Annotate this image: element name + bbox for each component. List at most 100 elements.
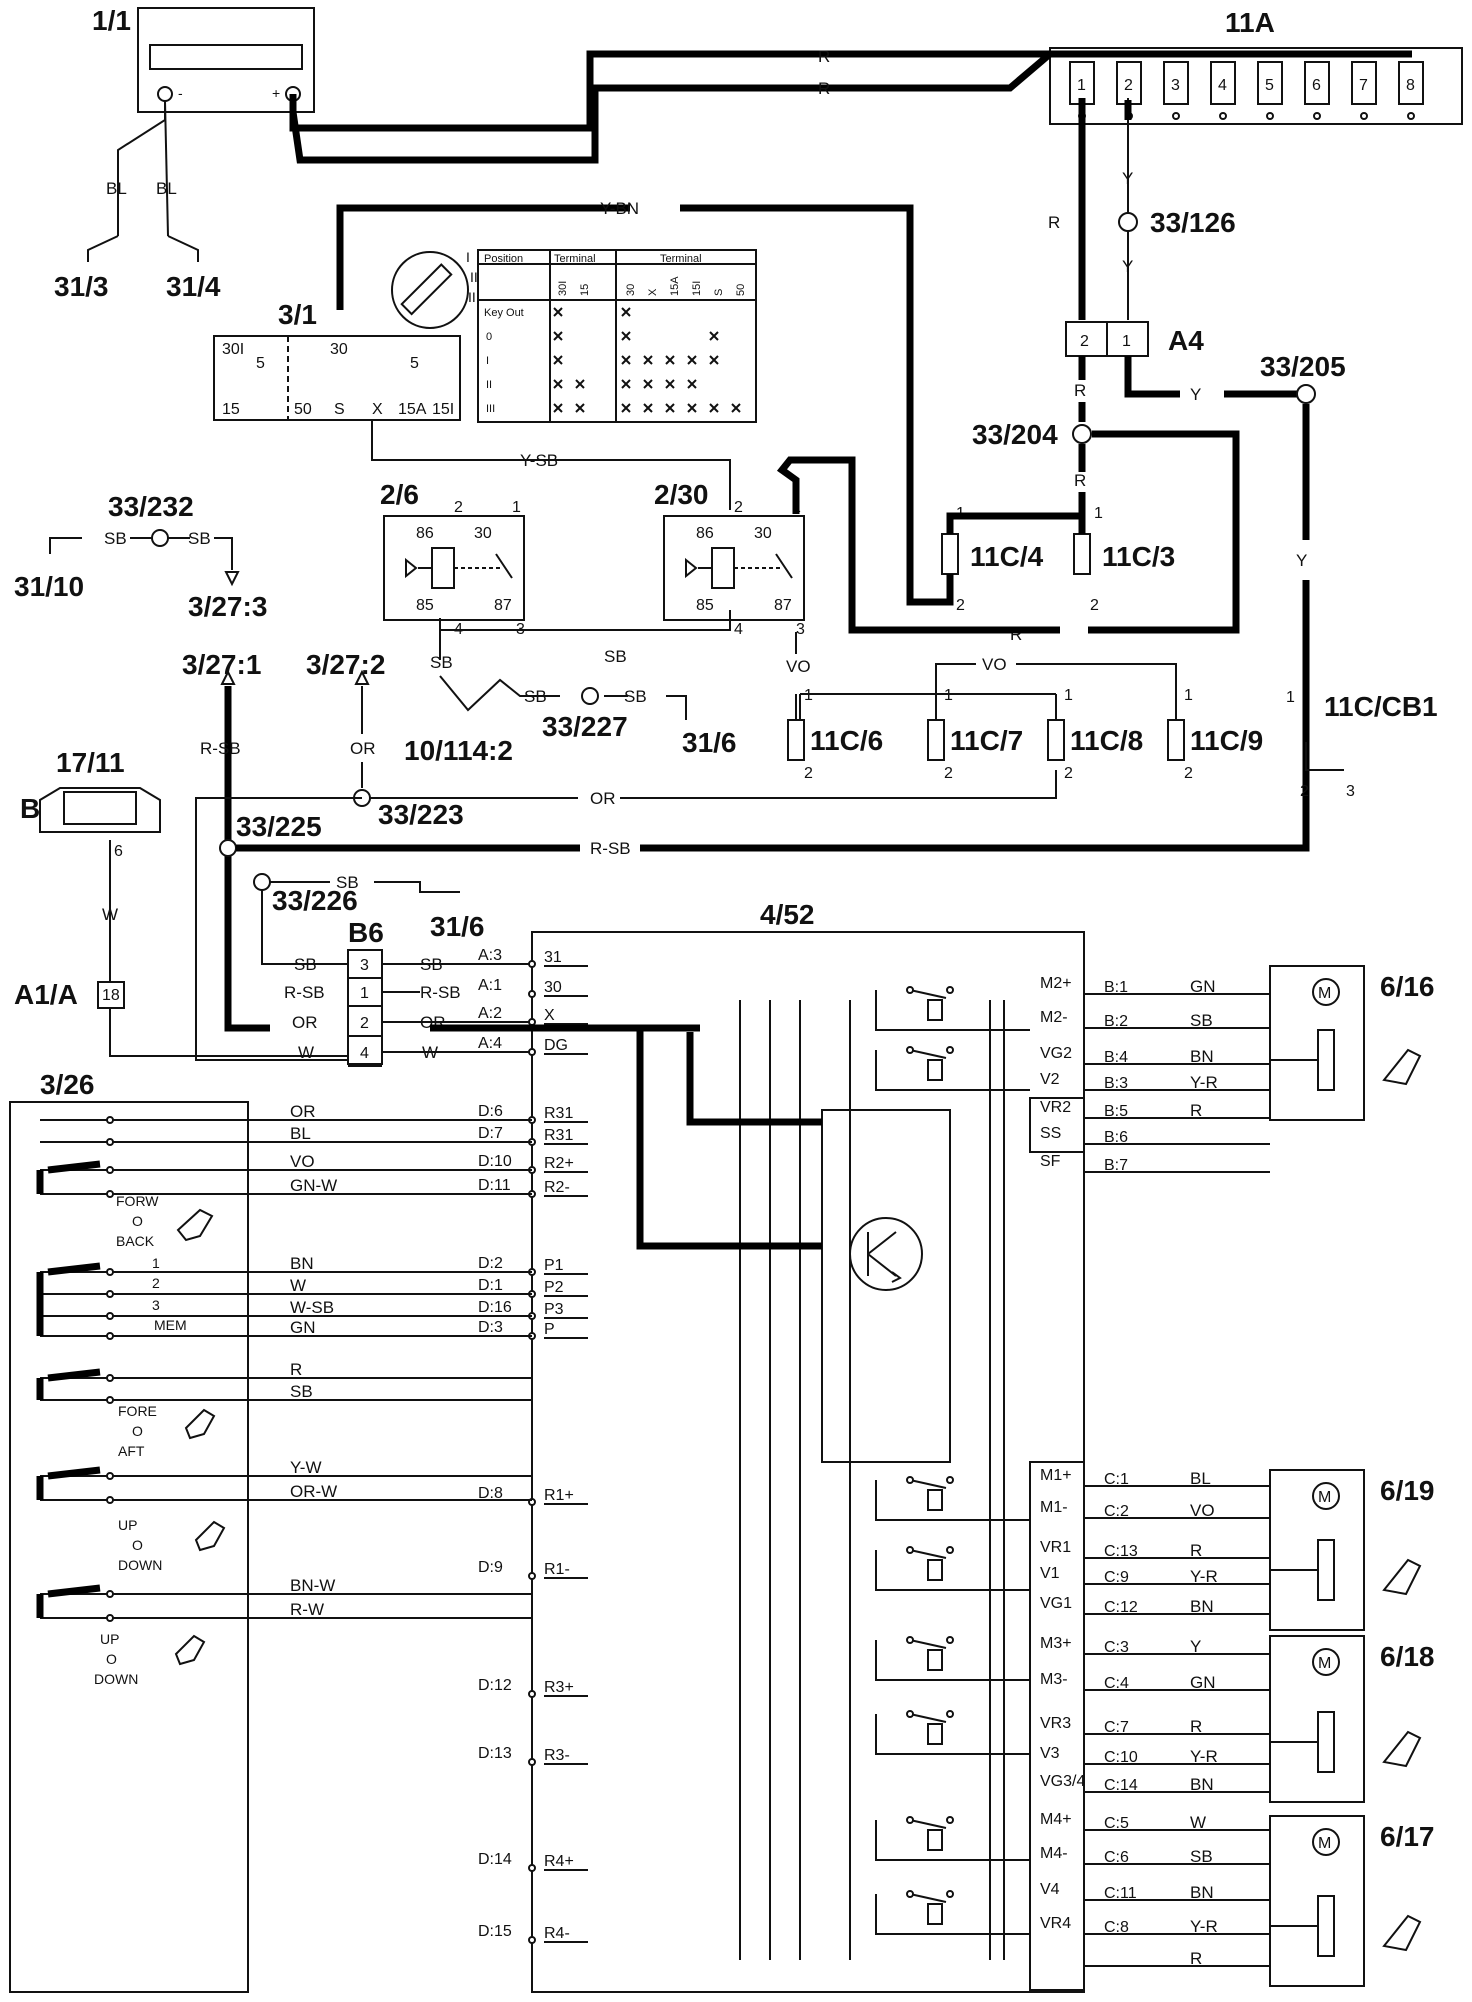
svg-text:30: 30 bbox=[474, 525, 492, 542]
svg-text:X: X bbox=[647, 288, 659, 296]
svg-text:R: R bbox=[1190, 1949, 1202, 1968]
svg-text:Position: Position bbox=[484, 253, 523, 265]
svg-text:18: 18 bbox=[102, 987, 120, 1004]
svg-text:30: 30 bbox=[330, 341, 348, 358]
svg-text:W: W bbox=[298, 1043, 314, 1062]
svg-text:2: 2 bbox=[152, 1275, 160, 1291]
svg-text:SB: SB bbox=[104, 529, 127, 548]
svg-text:6: 6 bbox=[114, 843, 123, 860]
internal-relay bbox=[927, 1059, 943, 1081]
svg-text:X: X bbox=[544, 1007, 555, 1024]
svg-text:MEM: MEM bbox=[154, 1317, 187, 1333]
svg-text:BN-W: BN-W bbox=[290, 1576, 335, 1595]
svg-text:5: 5 bbox=[256, 355, 265, 372]
svg-text:3: 3 bbox=[796, 621, 805, 638]
fuse-11a bbox=[1304, 61, 1330, 105]
svg-text:M1+: M1+ bbox=[1040, 1467, 1072, 1484]
svg-text:W: W bbox=[422, 1043, 438, 1062]
svg-text:P3: P3 bbox=[544, 1301, 564, 1318]
svg-text:GN: GN bbox=[1190, 1673, 1216, 1692]
svg-text:6/19: 6/19 bbox=[1380, 1475, 1435, 1506]
ignition-switch: I II III 3/1 30I 5 30 5 15 50 S X 15A 15… bbox=[213, 249, 757, 423]
svg-text:D:15: D:15 bbox=[478, 1923, 512, 1940]
svg-text:1: 1 bbox=[512, 499, 521, 516]
svg-text:S: S bbox=[334, 401, 345, 418]
svg-text:50: 50 bbox=[735, 284, 747, 296]
svg-text:6/18: 6/18 bbox=[1380, 1641, 1435, 1672]
svg-text:C:4: C:4 bbox=[1104, 1675, 1129, 1692]
seat-icon bbox=[1382, 1558, 1422, 1596]
svg-text:5: 5 bbox=[1265, 77, 1274, 94]
svg-text:A:3: A:3 bbox=[478, 947, 502, 964]
svg-text:31/6: 31/6 bbox=[430, 911, 485, 942]
svg-text:3: 3 bbox=[1171, 77, 1180, 94]
svg-text:VG1: VG1 bbox=[1040, 1595, 1072, 1612]
internal-relay bbox=[927, 1829, 943, 1851]
svg-text:2: 2 bbox=[1080, 333, 1089, 350]
svg-text:2: 2 bbox=[454, 499, 463, 516]
svg-text:B:3: B:3 bbox=[1104, 1075, 1128, 1092]
svg-text:III: III bbox=[468, 289, 480, 305]
svg-text:M1-: M1- bbox=[1040, 1499, 1068, 1516]
svg-text:OR: OR bbox=[292, 1013, 318, 1032]
svg-text:R: R bbox=[1190, 1541, 1202, 1560]
svg-text:C:8: C:8 bbox=[1104, 1919, 1129, 1936]
svg-text:P1: P1 bbox=[544, 1257, 564, 1274]
svg-text:DG: DG bbox=[544, 1037, 568, 1054]
svg-text:OR: OR bbox=[590, 789, 616, 808]
svg-text:R-SB: R-SB bbox=[420, 983, 461, 1002]
svg-text:VO: VO bbox=[982, 655, 1007, 674]
svg-text:15A: 15A bbox=[398, 401, 427, 418]
svg-text:Terminal: Terminal bbox=[660, 253, 702, 265]
svg-text:3: 3 bbox=[360, 957, 369, 974]
svg-text:M2-: M2- bbox=[1040, 1009, 1068, 1026]
svg-text:B:5: B:5 bbox=[1104, 1103, 1128, 1120]
svg-text:R3-: R3- bbox=[544, 1747, 570, 1764]
svg-text:M: M bbox=[1318, 1655, 1331, 1672]
svg-text:11C/4: 11C/4 bbox=[970, 541, 1044, 572]
svg-text:BN: BN bbox=[290, 1254, 314, 1273]
svg-text:A:4: A:4 bbox=[478, 1035, 502, 1052]
svg-text:11C/8: 11C/8 bbox=[1070, 725, 1143, 756]
seat-switch-panel-3-26: 3/26 ORBLVOGN-WBNWW-SBGNRSBY-WOR-WBN-WR-… bbox=[9, 1069, 532, 1993]
svg-text:30: 30 bbox=[754, 525, 772, 542]
svg-text:SB: SB bbox=[1190, 1847, 1213, 1866]
svg-text:OR-W: OR-W bbox=[290, 1482, 337, 1501]
svg-text:R-W: R-W bbox=[290, 1600, 324, 1619]
svg-text:Y-W: Y-W bbox=[290, 1458, 322, 1477]
svg-text:86: 86 bbox=[696, 525, 714, 542]
svg-text:II: II bbox=[470, 269, 478, 285]
svg-text:SF: SF bbox=[1040, 1153, 1061, 1170]
svg-text:7: 7 bbox=[1359, 77, 1368, 94]
svg-text:BN: BN bbox=[1190, 1597, 1214, 1616]
svg-text:Y-BN: Y-BN bbox=[600, 199, 639, 218]
svg-text:GN-W: GN-W bbox=[290, 1176, 337, 1195]
fuse-11c bbox=[927, 719, 945, 761]
svg-text:BL: BL bbox=[290, 1124, 311, 1143]
svg-text:GN: GN bbox=[290, 1318, 316, 1337]
svg-text:II: II bbox=[486, 379, 492, 391]
svg-text:R4-: R4- bbox=[544, 1925, 570, 1942]
svg-text:A:2: A:2 bbox=[478, 1005, 502, 1022]
svg-text:Key Out: Key Out bbox=[484, 307, 524, 319]
svg-text:33/204: 33/204 bbox=[972, 419, 1058, 450]
internal-relay bbox=[927, 1559, 943, 1581]
svg-text:VR1: VR1 bbox=[1040, 1539, 1071, 1556]
svg-text:I: I bbox=[466, 249, 470, 265]
internal-relay bbox=[927, 999, 943, 1021]
svg-text:R2+: R2+ bbox=[544, 1155, 574, 1172]
svg-text:VR2: VR2 bbox=[1040, 1099, 1071, 1116]
svg-text:C:14: C:14 bbox=[1104, 1777, 1138, 1794]
svg-text:C:12: C:12 bbox=[1104, 1599, 1138, 1616]
svg-text:SS: SS bbox=[1040, 1125, 1061, 1142]
svg-text:M3-: M3- bbox=[1040, 1671, 1068, 1688]
svg-text:11C/3: 11C/3 bbox=[1102, 541, 1175, 572]
svg-text:VG3/4: VG3/4 bbox=[1040, 1773, 1085, 1790]
fuse-11a bbox=[1398, 61, 1424, 105]
svg-text:DOWN: DOWN bbox=[94, 1671, 138, 1687]
battery: - + 1/1 bbox=[92, 5, 315, 113]
svg-text:30: 30 bbox=[625, 284, 637, 296]
svg-text:1: 1 bbox=[360, 985, 369, 1002]
svg-text:X: X bbox=[372, 401, 383, 418]
svg-text:2/30: 2/30 bbox=[654, 479, 709, 510]
